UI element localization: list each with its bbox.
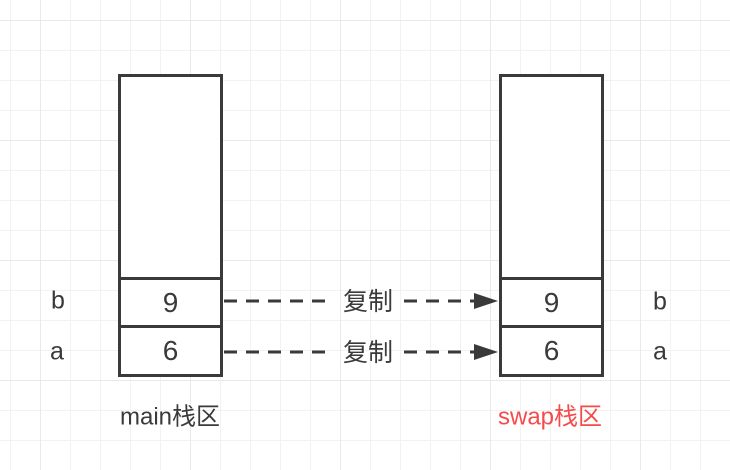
main-var-label-a: a [50,337,64,366]
main-stack-frame-a: 6 [118,325,223,377]
main-stack-frame-b: 9 [118,277,223,328]
main-var-label-b: b [51,286,65,315]
copy-arrow-a-arrowhead-icon [474,344,498,360]
main-frame-a-value: 6 [162,335,179,366]
copy-arrow-b-label: 复制 [342,288,394,316]
copy-arrow-a-label: 复制 [342,339,394,367]
swap-stack-caption: swap栈区 [497,403,603,431]
swap-var-label-b: b [653,287,667,316]
swap-frame-a-value: 6 [543,335,560,366]
copy-arrow-b-arrowhead-icon [474,293,498,309]
main-stack: 9 6 [118,74,223,377]
swap-stack-frame-a: 6 [499,325,604,377]
swap-stack-frame-b: 9 [499,277,604,328]
swap-frame-b-value: 9 [543,286,560,318]
main-frame-b-value: 9 [162,286,179,318]
swap-stack: 9 6 [499,74,604,377]
swap-var-label-a: a [653,337,667,366]
swap-stack-empty-frame [499,74,604,280]
main-stack-empty-frame [118,74,223,280]
main-stack-caption: main栈区 [119,403,221,431]
